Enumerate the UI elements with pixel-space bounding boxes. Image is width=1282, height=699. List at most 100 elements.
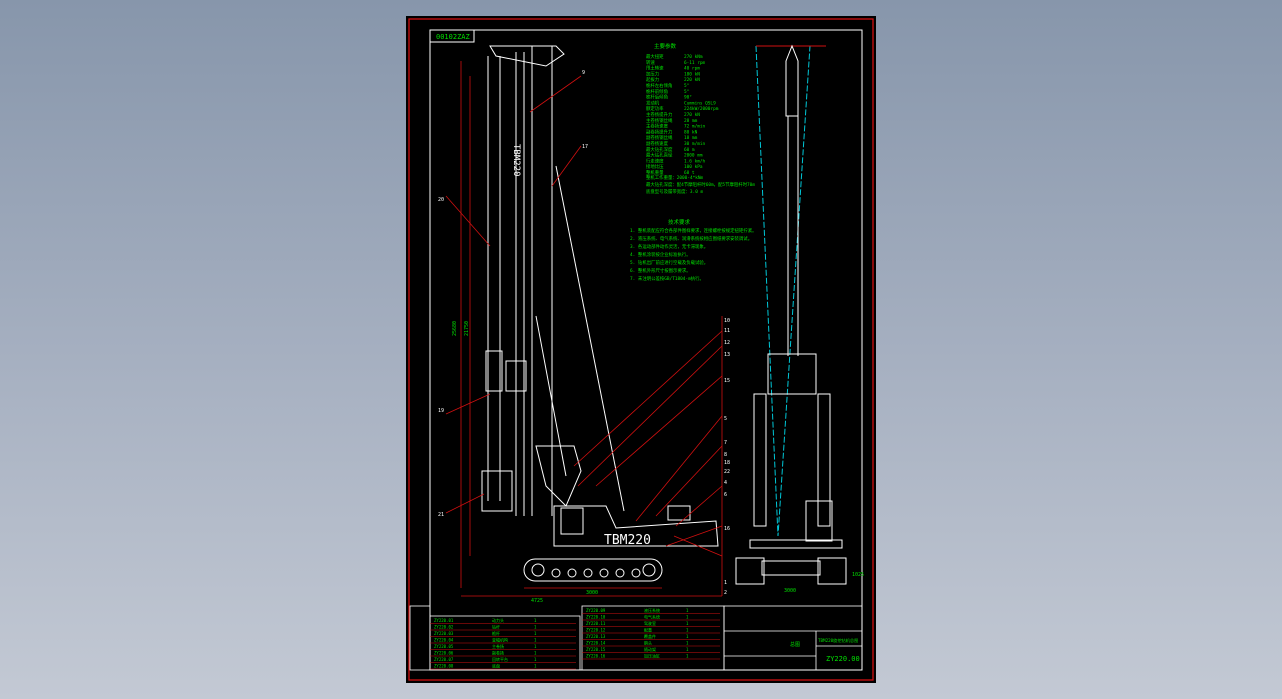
track-wheels bbox=[531, 563, 656, 578]
parts-table-area bbox=[409, 605, 863, 671]
parts-cell: 1 bbox=[534, 657, 537, 662]
param-value: 18 mm bbox=[684, 135, 698, 141]
callout-19: 19 bbox=[438, 408, 444, 414]
callout: 12 bbox=[724, 340, 730, 346]
param-label: 副卷扬钢丝绳 bbox=[646, 134, 673, 141]
parts-cell: 1 bbox=[686, 654, 689, 659]
tech-req: 6. 整机外形尺寸按图示要求。 bbox=[630, 267, 691, 274]
right-callouts: 10 11 12 13 15 5 7 8 18 22 4 6 16 2 1 bbox=[724, 318, 730, 596]
parts-cell: 1 bbox=[534, 618, 537, 623]
parts-cell: 变幅机构 bbox=[492, 637, 508, 643]
parts-cell: ZY220.08 bbox=[434, 664, 454, 669]
parts-cell: 1 bbox=[534, 625, 537, 630]
param-value: 2000 mm bbox=[684, 153, 703, 159]
param-value: 100 kPa bbox=[684, 164, 703, 170]
parts-cell: ZY220.11 bbox=[586, 621, 606, 626]
param-label: 副卷扬速度 bbox=[646, 140, 669, 147]
param-label: 接地比压 bbox=[646, 163, 664, 170]
param-value: 220 kN bbox=[684, 77, 700, 83]
parts-cell: 驾驶室 bbox=[644, 620, 656, 626]
param-value: 40 rpm bbox=[684, 66, 700, 72]
param-note: 整机工作重量：2000-4*kNm bbox=[646, 174, 704, 181]
param-label: 额定功率 bbox=[646, 105, 664, 112]
parts-cell: 随动架 bbox=[644, 646, 656, 652]
drawing-canvas[interactable]: 00102ZAZ TBM220 TBM220 20 19 21 bbox=[406, 16, 876, 683]
param-value: 90° bbox=[684, 95, 692, 101]
parts-cell: ZY220.02 bbox=[434, 625, 454, 630]
callout: 11 bbox=[724, 328, 730, 334]
dim-height2: 21750 bbox=[464, 321, 470, 336]
param-value: 60 m bbox=[684, 147, 695, 153]
parts-cell: ZY220.06 bbox=[434, 651, 454, 656]
param-label: 主卷扬提升力 bbox=[646, 111, 672, 118]
param-value: 28 mm bbox=[684, 118, 698, 124]
param-label: 最大钻孔直径 bbox=[646, 152, 673, 159]
parts-cell: 1 bbox=[686, 647, 689, 652]
param-value: 5° bbox=[684, 83, 689, 89]
dim-height: 25680 bbox=[452, 321, 458, 336]
parts-cell: ZY220.10 bbox=[586, 615, 606, 620]
dim-front-height: 1025 bbox=[852, 572, 864, 578]
parts-cell: 1 bbox=[534, 664, 537, 669]
param-label: 起拔力 bbox=[646, 76, 659, 83]
machine-name-label: TBM220 bbox=[604, 533, 651, 548]
parts-cell: 电气系统 bbox=[644, 614, 660, 620]
parts-cell: 加压油缸 bbox=[644, 653, 660, 659]
parts-cell: 桅杆 bbox=[492, 630, 500, 636]
parts-cell: 1 bbox=[534, 644, 537, 649]
callout-21: 21 bbox=[438, 512, 444, 518]
callout: 7 bbox=[724, 440, 727, 446]
parts-cell: ZY220.01 bbox=[434, 618, 454, 623]
parts-cell: ZY220.07 bbox=[434, 657, 454, 662]
parts-cell: ZY220.05 bbox=[434, 644, 454, 649]
drawing-number: ZY220.00 bbox=[826, 655, 860, 663]
param-value: 68 t bbox=[684, 170, 695, 176]
parts-cell: 覆盖件 bbox=[644, 633, 656, 639]
tech-params-title: 主要参数 bbox=[654, 42, 677, 50]
cad-drawing-sheet[interactable]: 00102ZAZ TBM220 TBM220 20 19 21 bbox=[406, 16, 876, 683]
param-label: 主卷扬速度 bbox=[646, 123, 669, 130]
tech-req-title: 技术要求 bbox=[668, 218, 691, 226]
param-value: 180 kN bbox=[684, 71, 700, 77]
callout: 10 bbox=[724, 318, 730, 324]
callout: 13 bbox=[724, 352, 730, 358]
parts-cell: 1 bbox=[686, 634, 689, 639]
parts-cell: ZY220.03 bbox=[434, 631, 454, 636]
code-label-box bbox=[429, 29, 475, 43]
side-view bbox=[481, 45, 719, 582]
parts-cell: 1 bbox=[686, 608, 689, 613]
param-label: 主卷扬钢丝绳 bbox=[646, 117, 673, 124]
dim-bottom-left: 4725 bbox=[531, 598, 543, 604]
param-label: 整机重量 bbox=[646, 169, 664, 176]
parts-cell: 1 bbox=[686, 628, 689, 633]
param-value: 270 kNm bbox=[684, 54, 703, 60]
parts-cell: 底盘 bbox=[492, 663, 500, 669]
parts-cell: ZY220.12 bbox=[586, 628, 606, 633]
parts-cell: 回转平台 bbox=[492, 656, 508, 662]
param-label: 行走速度 bbox=[646, 157, 664, 164]
callout-20: 20 bbox=[438, 197, 444, 203]
callout-17: 17 bbox=[582, 144, 588, 150]
param-label: 加压力 bbox=[646, 70, 659, 77]
tech-req: 5. 钻机出厂前应进行空载及负载试验。 bbox=[630, 259, 708, 266]
parts-cell: ZY220.14 bbox=[586, 641, 606, 646]
dim-bottom-mid: 3000 bbox=[586, 590, 598, 596]
parts-cell: 1 bbox=[534, 638, 537, 643]
callout: 15 bbox=[724, 378, 730, 384]
callout-9: 9 bbox=[582, 70, 585, 76]
parts-cell: 主卷扬 bbox=[492, 643, 504, 649]
tech-req: 4. 整机涂装按企业标准执行。 bbox=[630, 251, 691, 258]
param-value: 80 kN bbox=[684, 129, 698, 135]
parts-cell: ZY220.16 bbox=[586, 654, 606, 659]
title-block-name: TBM220旋挖钻机总图 bbox=[818, 637, 858, 644]
callout: 22 bbox=[724, 469, 730, 475]
dimension-lines bbox=[445, 61, 723, 597]
parts-cell: 1 bbox=[686, 621, 689, 626]
callout: 18 bbox=[724, 460, 730, 466]
callout: 5 bbox=[724, 416, 727, 422]
parts-cell: 1 bbox=[686, 641, 689, 646]
param-value: 270 kN bbox=[684, 112, 700, 118]
parts-cell: ZY220.15 bbox=[586, 647, 606, 652]
